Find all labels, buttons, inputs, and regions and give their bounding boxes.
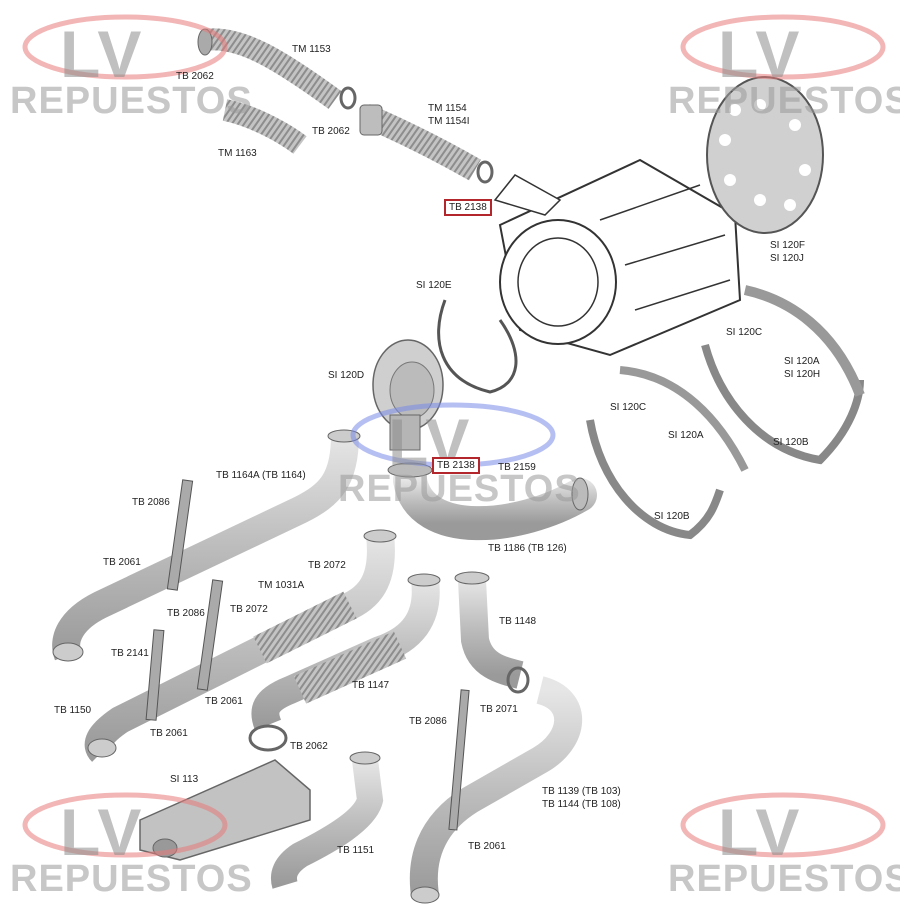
label-tb2061-d: TB 2061 <box>468 841 506 852</box>
pipe-tb1164a <box>52 429 361 662</box>
label-tb1151: TB 1151 <box>337 845 375 856</box>
label-tm1153: TM 1153 <box>292 44 331 55</box>
pipe-tb1151 <box>270 751 384 889</box>
label-tm1031a: TM 1031A <box>258 580 305 591</box>
filter-cover-si120f <box>706 76 824 234</box>
label-si120a-b: SI 120A <box>668 430 704 441</box>
label-tb2086-a: TB 2086 <box>132 497 170 508</box>
pipe-tb1186 <box>387 462 597 541</box>
flex-hose-tm1163 <box>222 99 307 154</box>
label-tb2086-c: TB 2086 <box>409 716 447 727</box>
label-si120j: SI 120J <box>770 253 804 264</box>
watermark-swoosh-icon <box>22 792 228 858</box>
label-si120c-b: SI 120C <box>610 402 647 413</box>
filter-housing <box>493 158 742 357</box>
label-si120b-a: SI 120B <box>773 437 809 448</box>
watermark-bottom-left: LV REPUESTOS <box>10 790 260 920</box>
label-tb2062-c: TB 2062 <box>290 741 328 752</box>
brackets-tb2086-b <box>145 579 224 721</box>
pipe-tb1150 <box>84 529 397 762</box>
label-tb2159: TB 2159 <box>498 462 536 473</box>
watermark-swoosh-icon <box>22 14 228 80</box>
elbow-si120d <box>372 339 444 451</box>
watermark-lv: LV <box>60 17 144 91</box>
bracket-tb2086-a <box>166 479 194 591</box>
label-tb2071: TB 2071 <box>480 704 518 715</box>
straps-si120 <box>586 285 865 540</box>
label-tm1163: TM 1163 <box>218 148 257 159</box>
label-tb2086-b: TB 2086 <box>167 608 205 619</box>
label-tb2072-b: TB 2072 <box>230 604 268 615</box>
watermark-repuestos: REPUESTOS <box>338 468 581 510</box>
label-si120c-a: SI 120C <box>726 327 763 338</box>
pipe-tb1139 <box>409 676 583 904</box>
label-si120b-b: SI 120B <box>654 511 690 522</box>
clamp-tb2062-top <box>339 86 494 184</box>
watermark-repuestos: REPUESTOS <box>10 858 253 900</box>
label-tb1147: TB 1147 <box>352 680 390 691</box>
watermark-lv: LV <box>60 795 144 869</box>
band-si120e <box>437 299 518 394</box>
label-si120f: SI 120F <box>770 240 806 251</box>
label-tb1148: TB 1148 <box>499 616 537 627</box>
label-tb1186: TB 1186 (TB 126) <box>488 543 567 554</box>
label-si113: SI 113 <box>170 774 199 785</box>
label-si120e: SI 120E <box>416 280 452 291</box>
clamp-tb2062-bottom <box>248 724 288 752</box>
watermark-swoosh-icon <box>680 792 886 858</box>
label-tb2062-a: TB 2062 <box>176 71 214 82</box>
label-tm1154: TM 1154 <box>428 103 467 114</box>
label-tb1150: TB 1150 <box>54 705 92 716</box>
label-tb1139: TB 1139 (TB 103) <box>542 786 621 797</box>
label-tb2138-b: TB 2138 <box>432 457 480 474</box>
watermark-repuestos: REPUESTOS <box>668 858 900 900</box>
flex-hose-tm1153 <box>197 28 342 109</box>
label-tb2061-c: TB 2061 <box>150 728 188 739</box>
watermark-repuestos: REPUESTOS <box>668 80 900 122</box>
label-si120h: SI 120H <box>784 369 821 380</box>
label-si120a-h1: SI 120A <box>784 356 820 367</box>
label-tb1144: TB 1144 (TB 108) <box>542 799 621 810</box>
watermark-top-left: LV REPUESTOS <box>10 12 260 142</box>
label-tb2061-a: TB 2061 <box>103 557 141 568</box>
watermark-top-right: LV REPUESTOS <box>668 12 900 142</box>
label-tb2062-b: TB 2062 <box>312 126 350 137</box>
label-tb2061-b: TB 2061 <box>205 696 243 707</box>
watermark-bottom-right: LV REPUESTOS <box>668 790 900 920</box>
elbow-tb1148 <box>454 571 530 694</box>
label-tb2138-a: TB 2138 <box>444 199 492 216</box>
label-tm1154i: TM 1154I <box>428 116 470 127</box>
label-tb2072-a: TB 2072 <box>308 560 346 571</box>
label-tb1164a: TB 1164A (TB 1164) <box>216 470 306 481</box>
flex-pipe-tm1154 <box>359 103 481 181</box>
watermark-repuestos: REPUESTOS <box>10 80 253 122</box>
label-si120d: SI 120D <box>328 370 365 381</box>
label-tb2141: TB 2141 <box>111 648 149 659</box>
watermark-lv: LV <box>718 17 802 91</box>
pipe-tb1147 <box>251 573 441 731</box>
watermark-lv: LV <box>718 795 802 869</box>
watermark-swoosh-icon <box>680 14 886 80</box>
